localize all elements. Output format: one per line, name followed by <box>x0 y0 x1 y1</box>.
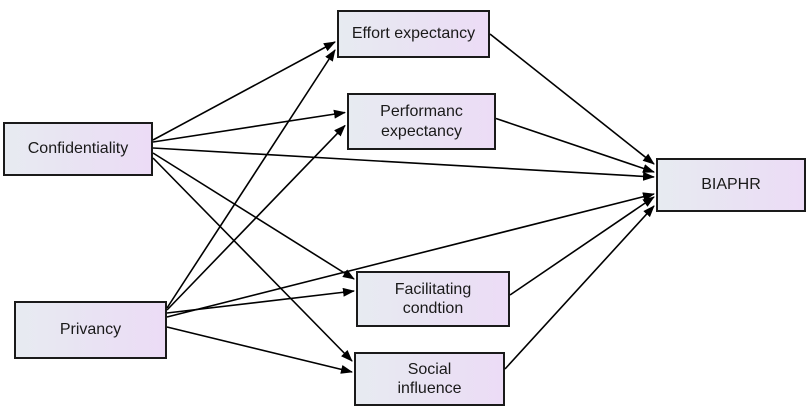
edge-privacy-to-effort <box>166 49 336 309</box>
node-performance: Performanc expectancy <box>347 93 496 150</box>
edge-confidentiality-to-biaphr <box>152 147 655 181</box>
edge-social-to-biaphr <box>504 205 655 370</box>
edge-performance-to-biaphr <box>495 117 655 173</box>
node-privacy: Privancy <box>14 301 167 359</box>
node-biaphr: BIAPHR <box>656 158 806 212</box>
edge-privacy-to-social <box>166 326 353 374</box>
edge-effort-to-biaphr <box>489 33 655 165</box>
node-confidentiality: Confidentiality <box>3 122 153 176</box>
edge-facilitating-to-biaphr <box>509 196 655 296</box>
node-social: Social influence <box>354 352 505 406</box>
node-facilitating: Facilitating condtion <box>356 271 510 327</box>
edge-privacy-to-performance <box>166 124 346 311</box>
edge-confidentiality-to-facilitating <box>152 152 355 280</box>
edge-privacy-to-facilitating <box>166 287 355 314</box>
edge-confidentiality-to-effort <box>152 41 336 141</box>
edge-confidentiality-to-performance <box>152 109 346 143</box>
node-effort: Effort expectancy <box>337 10 490 58</box>
edge-confidentiality-to-social <box>152 157 353 362</box>
